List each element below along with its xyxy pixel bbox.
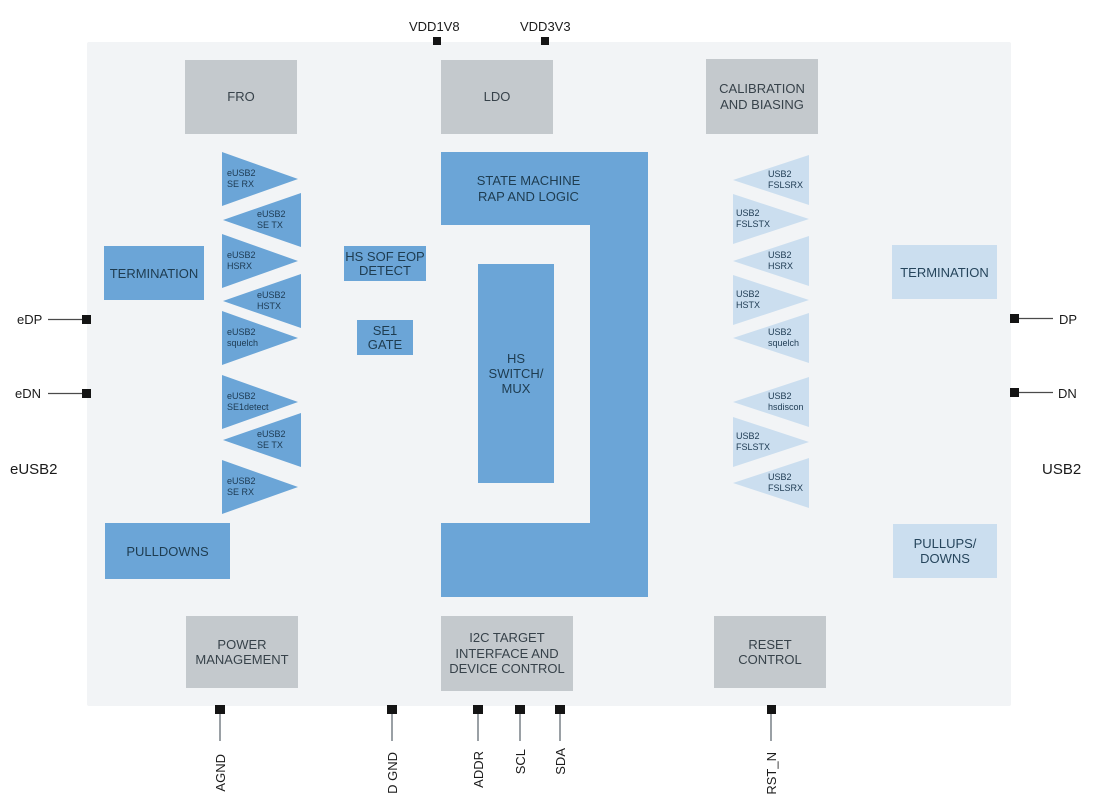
svg-text:SDA: SDA (553, 748, 568, 775)
svg-text:SCL: SCL (513, 749, 528, 774)
svg-text:D GND: D GND (385, 752, 400, 794)
svg-text:RST_N: RST_N (764, 752, 779, 795)
svg-text:AGND: AGND (213, 754, 228, 792)
svg-text:ADDR: ADDR (471, 751, 486, 788)
